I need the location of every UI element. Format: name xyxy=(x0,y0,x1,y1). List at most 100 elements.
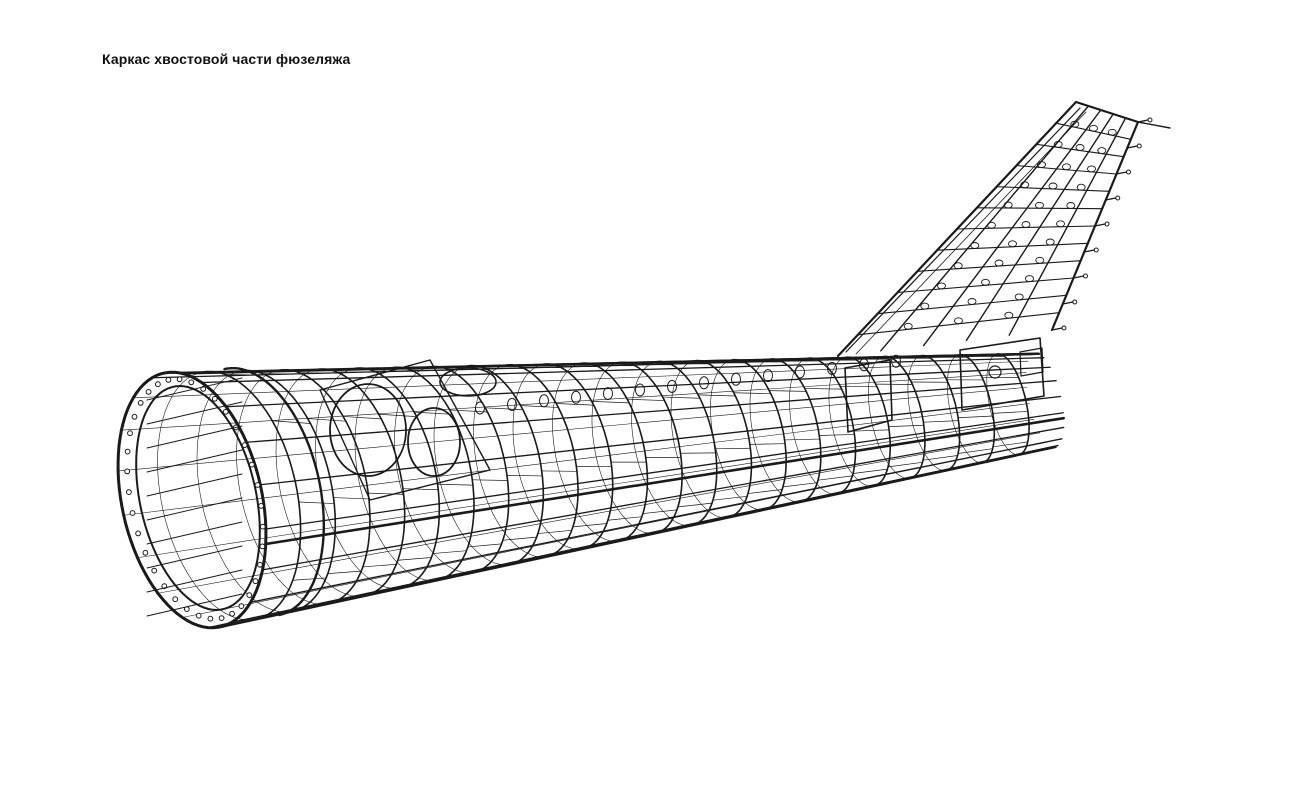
frame-brace xyxy=(378,413,418,417)
fuselage-frame-ring-back xyxy=(196,371,294,613)
frame-brace xyxy=(329,595,364,604)
fuselage-stringer xyxy=(182,442,1047,618)
front-ring-outer xyxy=(116,370,268,630)
frame-brace xyxy=(327,570,362,574)
frame-brace xyxy=(764,501,801,510)
fin-rib-hole xyxy=(1056,220,1065,228)
fin-rib-hole xyxy=(903,322,913,330)
frame-brace xyxy=(449,409,488,413)
frame-brace xyxy=(888,424,925,427)
lightening-hole xyxy=(763,369,773,383)
fin-rib-hole xyxy=(953,262,963,270)
rivet-hole xyxy=(229,610,236,617)
fuselage-stringer xyxy=(261,426,1065,571)
frame-brace xyxy=(520,405,559,408)
fuselage-stringer xyxy=(245,380,1057,443)
frame-brace xyxy=(271,420,311,424)
fin-rib-hole xyxy=(920,302,930,310)
frame-brace xyxy=(292,577,327,581)
rivet-hole xyxy=(259,523,266,530)
rear-joint-panel xyxy=(844,359,893,433)
frame-brace xyxy=(510,556,546,565)
frame-brace xyxy=(547,548,582,557)
frame-brace xyxy=(818,434,855,436)
rivet-hole xyxy=(125,489,132,496)
fin-rib-hole xyxy=(987,221,996,229)
lightening-hole xyxy=(731,372,741,386)
fin-rib-hole xyxy=(1087,165,1096,173)
rivet-hole xyxy=(165,377,172,383)
frame-brace xyxy=(853,429,890,432)
frame-brace xyxy=(362,563,397,568)
front-ring-cross-member xyxy=(146,449,243,473)
frame-brace xyxy=(728,509,764,518)
fin-rib-hole xyxy=(1014,293,1024,301)
rivet-hole xyxy=(124,468,131,475)
lightening-hole xyxy=(507,397,517,411)
bulkhead-cutout xyxy=(329,383,407,477)
fin-rib-hole xyxy=(994,259,1004,267)
frame-brace xyxy=(642,509,678,514)
lightening-hole xyxy=(571,390,581,404)
front-ring-cross-member xyxy=(146,545,243,569)
rivet-hole xyxy=(137,400,144,406)
fin-rib-hole xyxy=(1037,161,1046,169)
rivet-hole xyxy=(195,612,202,619)
fuselage-stringer xyxy=(225,366,1051,408)
fin-rib-hole xyxy=(981,278,990,286)
lightening-hole xyxy=(635,383,645,397)
fin-rib-hole xyxy=(1048,182,1058,190)
fin-rib-hole xyxy=(1070,120,1080,128)
rivet-hole xyxy=(145,389,152,395)
rudder-hinge-bracket xyxy=(1105,197,1117,201)
front-ring-frame xyxy=(116,367,325,630)
fin-rib-hole xyxy=(1035,256,1045,264)
lightening-hole xyxy=(795,365,805,379)
fin-rib-hole xyxy=(1008,240,1017,248)
frame-brace xyxy=(626,398,665,401)
fin-rib-hole xyxy=(937,282,946,290)
frame-brace xyxy=(591,401,630,404)
frame-brace xyxy=(471,479,508,481)
fuselage-stringer xyxy=(200,357,1045,384)
fin-rib-hole xyxy=(1025,275,1034,283)
frame-brace xyxy=(502,536,537,541)
hinge-pin xyxy=(1104,221,1110,227)
fin-leading-edge xyxy=(855,111,1087,355)
rivet-hole xyxy=(249,461,255,468)
front-ring-cross-member xyxy=(146,569,243,593)
bulkhead-cutout xyxy=(407,407,461,477)
rivet-hole xyxy=(188,379,195,386)
lightening-hole xyxy=(891,354,901,368)
fuselage-stringer xyxy=(123,403,1030,516)
rivet-hole xyxy=(151,567,158,574)
fin-rib-hole xyxy=(1021,221,1031,228)
fuselage-longeron xyxy=(180,352,1041,375)
frame-brace xyxy=(837,485,874,495)
rivet-hole xyxy=(252,578,259,585)
fin-rib-hole xyxy=(1076,183,1086,191)
rivet-hole xyxy=(131,413,138,420)
frame-brace xyxy=(307,418,347,422)
frame-brace xyxy=(655,525,691,534)
rear-fitting xyxy=(988,365,1002,379)
frame-brace xyxy=(712,495,748,501)
lightening-hole xyxy=(827,361,837,375)
frame-brace xyxy=(299,372,341,374)
frame-brace xyxy=(782,482,818,488)
frame-brace xyxy=(677,502,713,508)
fin-rib-hole xyxy=(967,298,977,305)
fuselage-stringer xyxy=(137,419,1035,559)
fin-rib-hole xyxy=(1003,201,1013,209)
rivet-hole xyxy=(254,482,261,488)
front-ring-cross-member xyxy=(146,473,243,497)
fin-outline xyxy=(836,100,1140,358)
frame-brace xyxy=(992,441,1029,448)
hinge-pin xyxy=(1126,169,1131,175)
fin-rib-hole xyxy=(1107,128,1117,136)
front-ring-cross-member xyxy=(146,401,243,425)
fin-rib-hole xyxy=(1020,181,1030,189)
rivet-hole xyxy=(142,549,149,556)
hinge-pin xyxy=(1147,117,1153,123)
rivet-hole xyxy=(124,448,131,455)
